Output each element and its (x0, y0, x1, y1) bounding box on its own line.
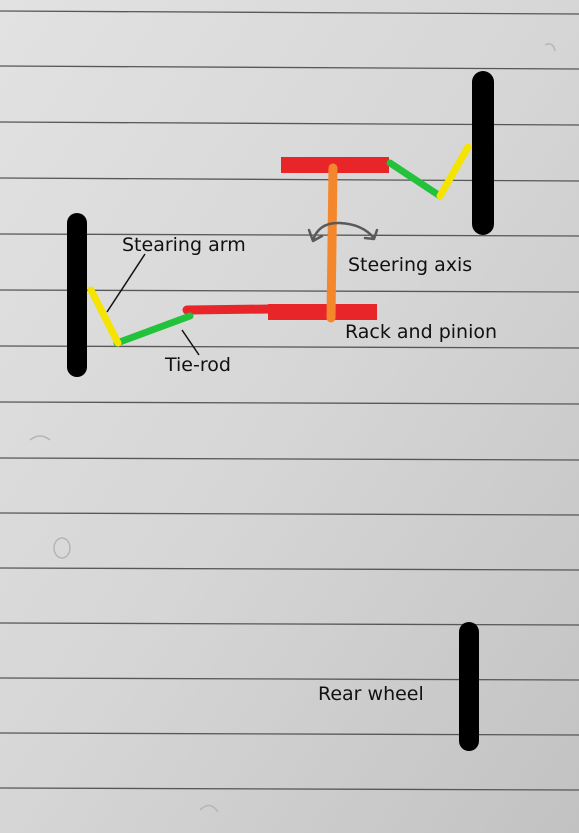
label-rack-and-pinion: Rack and pinion (345, 321, 497, 343)
rear-wheel (459, 622, 479, 751)
front-left-wheel (67, 213, 87, 377)
curved-double-arrow-icon (307, 221, 379, 243)
right-steering-arm (436, 143, 472, 200)
ruled-lines (0, 10, 579, 791)
left-tie-rod (113, 312, 194, 347)
label-steering-arm: Stearing arm (122, 234, 246, 256)
lower-rack (182, 304, 377, 320)
steering-arm-leader (106, 253, 146, 313)
left-steering-arm (87, 286, 122, 347)
label-rear-wheel: Rear wheel (318, 683, 424, 705)
label-steering-axis: Steering axis (348, 254, 472, 276)
front-right-wheel (472, 71, 494, 235)
right-tie-rod (386, 159, 444, 200)
paper-ghost-marks (29, 43, 556, 813)
steering-column (326, 163, 338, 323)
tie-rod-leader (181, 329, 200, 356)
label-tie-rod: Tie-rod (164, 354, 231, 376)
